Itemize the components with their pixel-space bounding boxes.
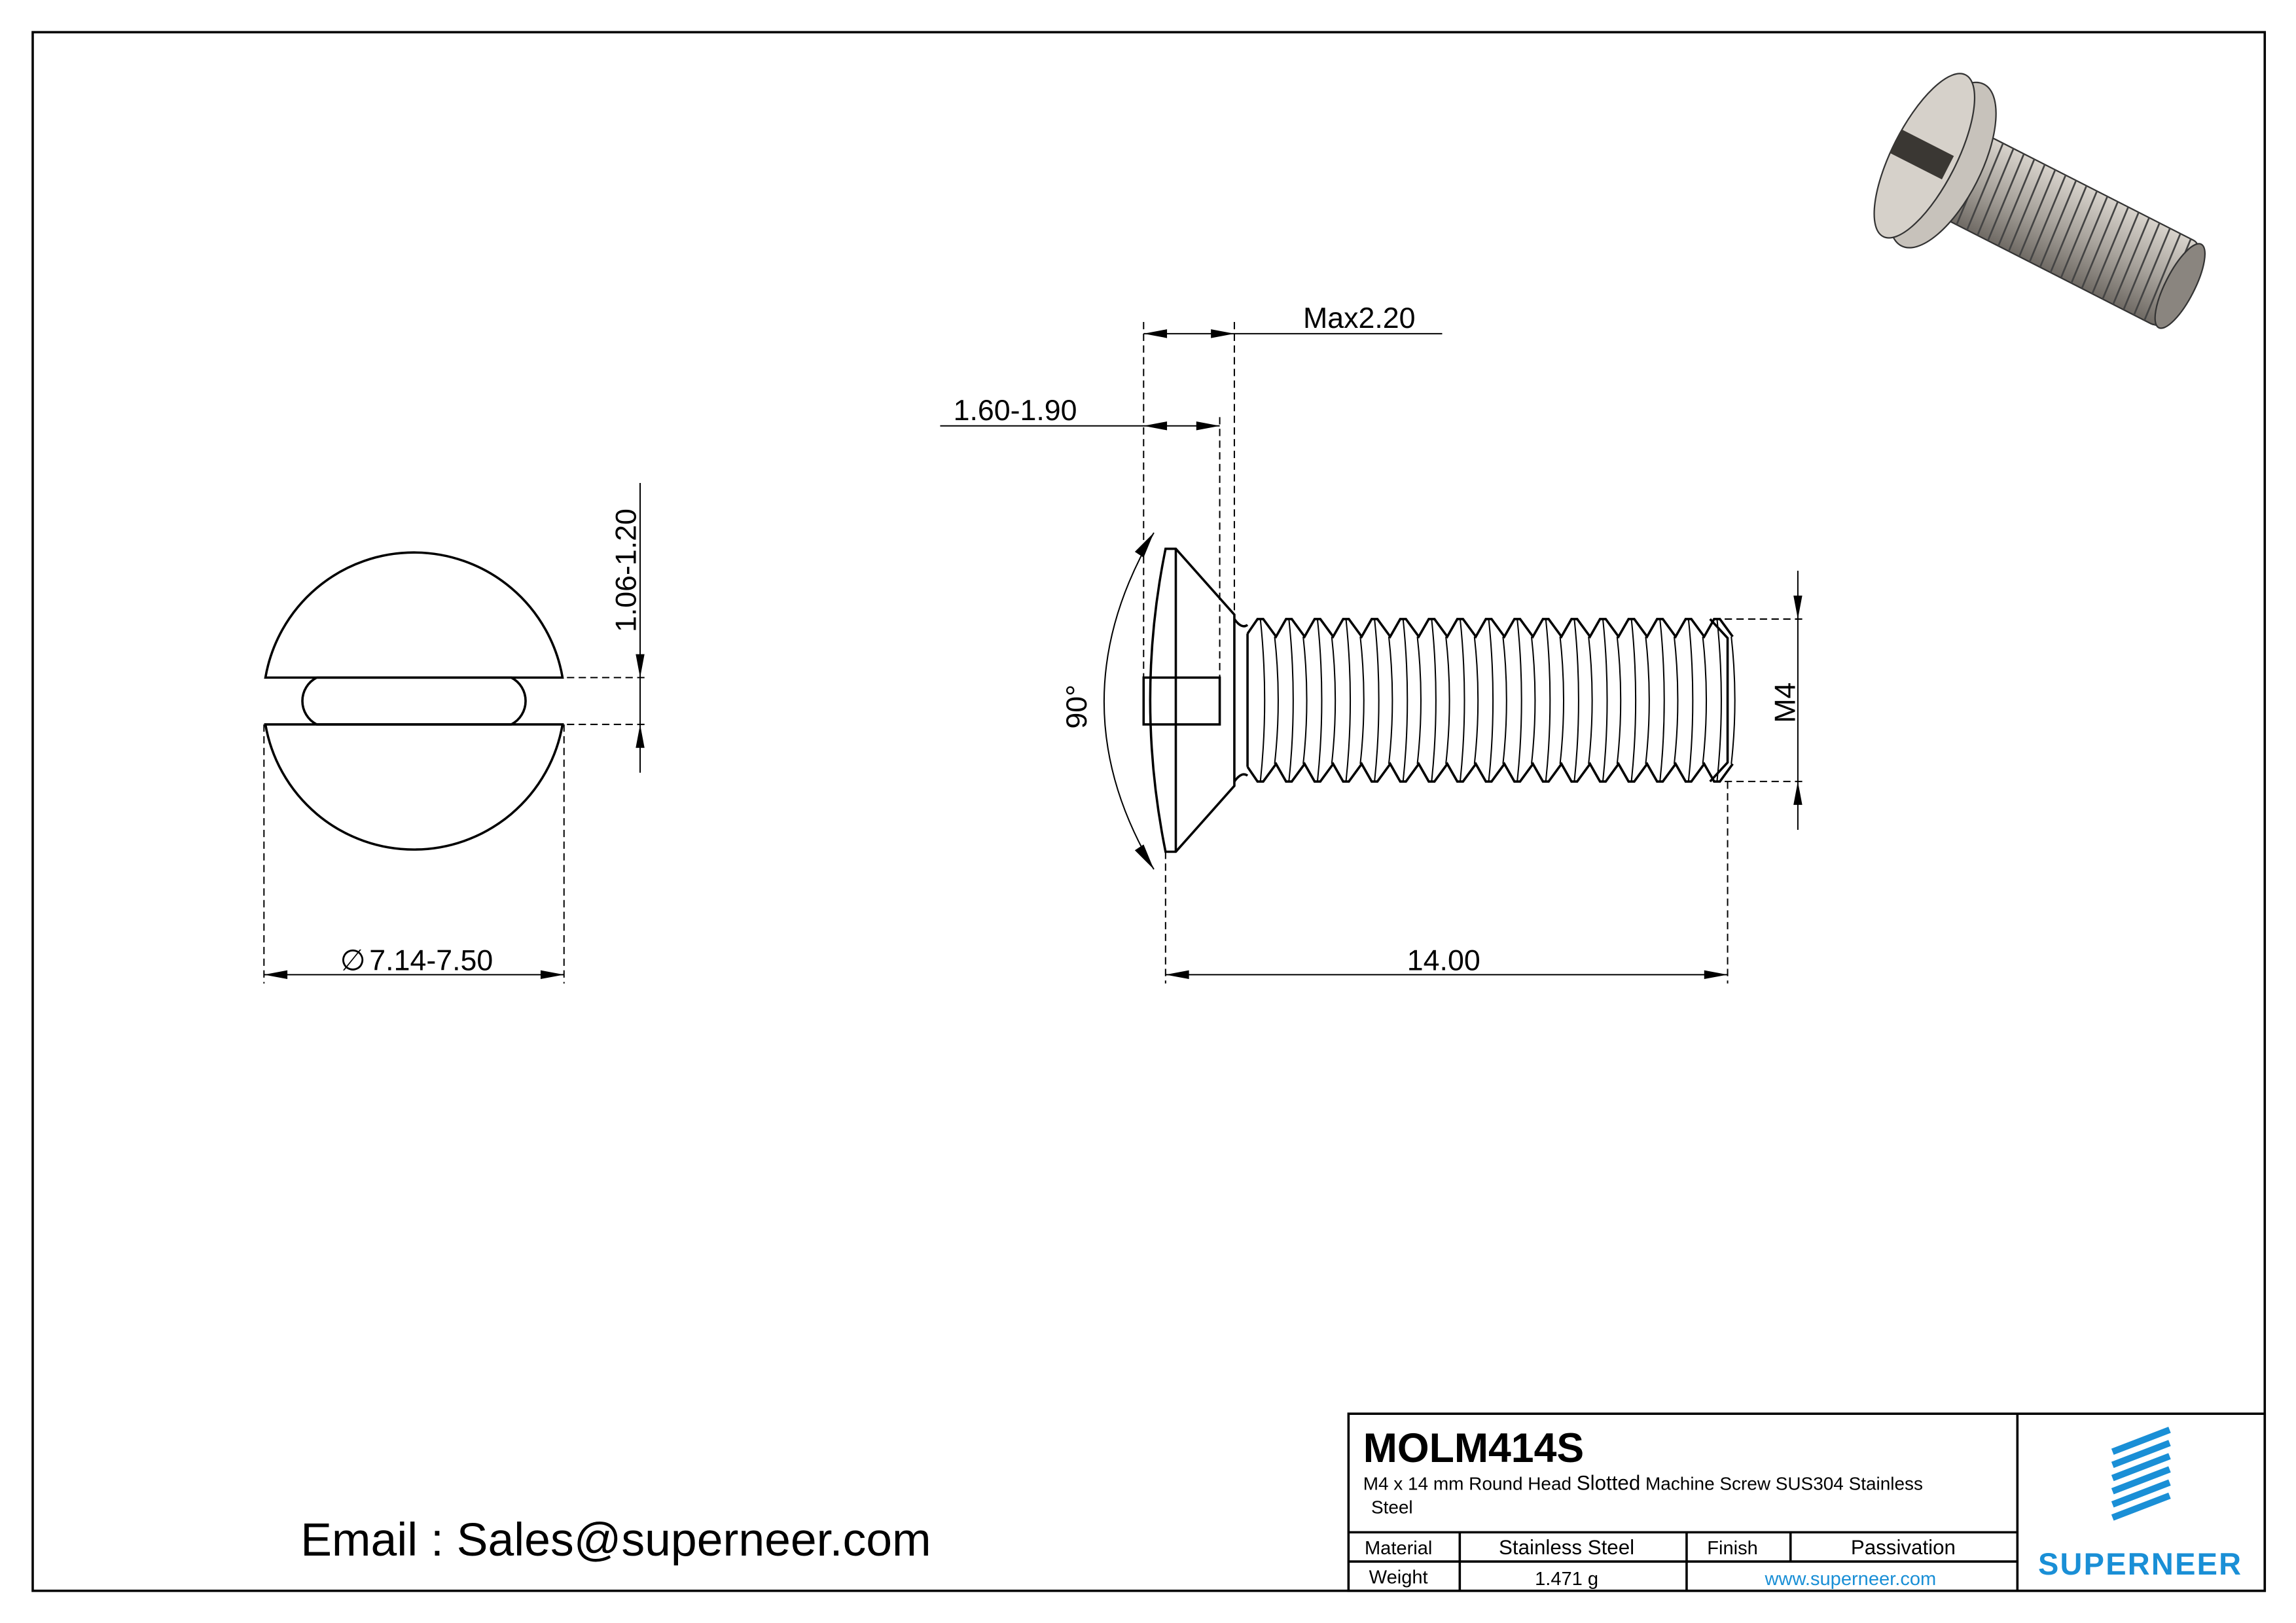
drawing-border bbox=[31, 31, 2267, 1592]
head-diameter-label: 7.14-7.50 bbox=[369, 945, 493, 977]
length-label: 14.00 bbox=[1407, 945, 1480, 977]
material-label: Material bbox=[1365, 1538, 1432, 1559]
head-height-range-label: 1.60-1.90 bbox=[954, 395, 1077, 427]
part-description: M4 x 14 mm Round Head Slotted Machine Sc… bbox=[1363, 1472, 1923, 1495]
finish-value: Passivation bbox=[1851, 1536, 1956, 1559]
title-block bbox=[1347, 1412, 2267, 1592]
head-height-max-label: Max2.20 bbox=[1303, 302, 1416, 334]
part-description-line2: Steel bbox=[1366, 1497, 1412, 1517]
slot-depth-label: 1.06-1.20 bbox=[610, 508, 642, 632]
weight-label: Weight bbox=[1369, 1567, 1428, 1588]
side-view bbox=[940, 321, 1807, 984]
part-number: MOLM414S bbox=[1363, 1425, 1584, 1471]
angle-label: 90° bbox=[1061, 685, 1093, 729]
brand-name: SUPERNEER bbox=[2038, 1546, 2242, 1581]
finish-label: Finish bbox=[1707, 1538, 1758, 1559]
top-view bbox=[263, 482, 648, 984]
diameter-symbol: ∅ bbox=[340, 945, 366, 977]
website-link[interactable]: www.superneer.com bbox=[1765, 1569, 1937, 1590]
screw-3d-render bbox=[1873, 73, 2206, 329]
superneer-logo-mark bbox=[2111, 1427, 2171, 1521]
material-value: Stainless Steel bbox=[1499, 1536, 1634, 1559]
thread-label: M4 bbox=[1769, 683, 1801, 723]
weight-value: 1.471 g bbox=[1535, 1569, 1598, 1590]
thread-profile bbox=[1246, 618, 1736, 783]
contact-email[interactable]: Email : Sales@superneer.com bbox=[300, 1514, 931, 1566]
